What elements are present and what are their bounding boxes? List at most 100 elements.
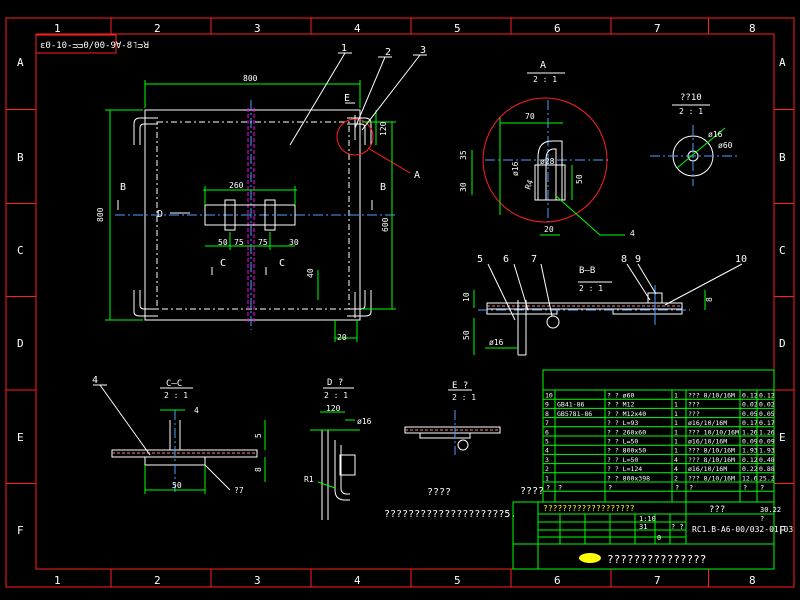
balloon-4: 4 [92, 375, 98, 386]
frame-row-label: D [779, 337, 786, 350]
bom-cell: 2 [545, 465, 549, 473]
stamp-text: ɛ0-10-ᴝᴝ0/00-9∀-8˥ᴝꓤ [40, 41, 149, 51]
detail-a-dim-20: 20 [544, 225, 554, 234]
view-e-labels: E ? 2 : 1 [452, 381, 476, 402]
bom-cell: ? ? 260x60 [607, 428, 646, 436]
company-logo [579, 553, 601, 563]
view-d-dim-r: R1 [304, 475, 314, 484]
bom-header-cell: ? [689, 484, 693, 492]
detail-10-scale: 2 : 1 [679, 107, 703, 116]
bom-cell: ø16/10/16M [688, 465, 727, 473]
bom-cell: 3 [545, 456, 549, 464]
bom-cell: GB5781-86 [557, 410, 592, 418]
mark-value: ? ? [671, 523, 684, 531]
detail-10-title: ??10 [680, 93, 702, 103]
dim-top-right: 120 [379, 121, 388, 136]
frame-column-label: 4 [354, 22, 361, 35]
mark-c-right: C [279, 258, 285, 269]
balloon-2: 2 [385, 47, 391, 58]
section-cc-title: C—C [166, 379, 182, 389]
company-name: ??????????????? [607, 553, 706, 566]
bom-header-cell: ? [743, 484, 747, 492]
bom-cell: ? ? ø60 [607, 392, 634, 400]
bom-cell: 1.93 [742, 447, 758, 455]
frame-column-label: 6 [554, 574, 561, 587]
section-cc-labels: C—C 2 : 1 4 4 5 8 50 ?7 [92, 375, 263, 495]
section-cc-weld: ?7 [234, 486, 244, 495]
section-bb-scale: 2 : 1 [579, 284, 603, 293]
bom-cell: 8 [545, 410, 549, 418]
frame-column-label: 2 [154, 574, 161, 587]
bom-cell: 25.2 [759, 474, 775, 482]
bom-cell: 1.26 [742, 428, 758, 436]
sheet-value: 0 [657, 534, 661, 542]
view-d-title: D ? [327, 378, 343, 388]
detail-10-dim-phi16: ø16 [708, 130, 723, 139]
frame-row-label: F [17, 524, 24, 537]
detail-a-scale: 2 : 1 [533, 75, 557, 84]
section-cc-dim-5: 5 [254, 433, 263, 438]
title-block [512, 501, 775, 570]
mark-e: E [344, 93, 350, 104]
dim-inner: 600 [381, 217, 390, 232]
bom-header-cell: ? [608, 484, 612, 492]
frame-row-label: F [779, 524, 786, 537]
bom-cell: 0.09 [759, 438, 775, 446]
sign-label: ??????????????????? [543, 504, 635, 513]
frame-column-label: 1 [54, 22, 61, 35]
view-e-scale: 2 : 1 [452, 393, 476, 402]
view-d [310, 387, 360, 520]
frame-column-label: 7 [654, 22, 661, 35]
detail-a-dim-50: 50 [575, 174, 584, 184]
frame-stamp: ɛ0-10-ᴝᴝ0/00-9∀-8˥ᴝꓤ [35, 34, 149, 54]
mark-b-right: B [380, 182, 386, 193]
balloon-1: 1 [341, 43, 347, 54]
notes-heading: ???? [427, 487, 451, 498]
bom-cell: 7 [545, 419, 549, 427]
bom-cell: 0.48 [759, 456, 775, 464]
frame-row-label: E [779, 431, 786, 444]
bom-cell: ??? [688, 410, 700, 418]
section-bb-title: B—B [579, 266, 595, 276]
detail-a-title: A [540, 60, 546, 71]
frame-column-label: 3 [254, 574, 261, 587]
bom-cell: 0.12 [742, 392, 758, 400]
balloon-5: 5 [477, 254, 483, 265]
bom-cell: 1 [674, 419, 678, 427]
section-bb-dim-10: 10 [462, 292, 471, 302]
bom-header-cell: ? [760, 484, 764, 492]
mass-cell-b: ? [760, 515, 764, 523]
bom-cell: ø16/10/16M [688, 438, 727, 446]
bom-cell: 0.22 [742, 465, 758, 473]
bom-cell: ??? [688, 401, 700, 409]
section-cc-dim-4: 4 [194, 406, 199, 415]
mark-d: D [157, 209, 163, 220]
dim-20: 20 [337, 333, 347, 342]
bom-cell: 0.12 [759, 392, 775, 400]
section-bb-view [473, 263, 743, 356]
detail-a-callout: 4 [630, 229, 635, 238]
title-block-labels: ??? RC1.B-A6-00/032-01-03 ??????????????… [543, 504, 793, 566]
bom-cell: 1 [674, 438, 678, 446]
view-e-title: E ? [452, 381, 468, 391]
balloon-3: 3 [420, 45, 426, 56]
bom-cell: ? ? 800x398 [607, 474, 650, 482]
bom-cell: 6 [545, 428, 549, 436]
dim-30: 30 [289, 238, 299, 247]
dim-40: 40 [306, 268, 315, 278]
bom-cell: ? ? M12x40 [607, 410, 646, 418]
bom-cell: ??? 8/10/16M [688, 456, 735, 464]
frame-column-label: 2 [154, 22, 161, 35]
bom-cell: 0.02 [759, 401, 775, 409]
frame-row-label: A [17, 56, 24, 69]
frame-row-label: B [779, 151, 786, 164]
section-bb-dim-phi16: ø16 [489, 338, 504, 347]
bom-cell: 0.09 [742, 438, 758, 446]
detail-10-view [650, 104, 738, 186]
bom-cell: ? ? L=50 [607, 456, 638, 464]
view-e [404, 389, 501, 455]
main-view-labels: 1 2 3 800 800 600 120 260 50 75 75 30 40… [96, 43, 426, 342]
bom-header-cell: ? [558, 484, 562, 492]
